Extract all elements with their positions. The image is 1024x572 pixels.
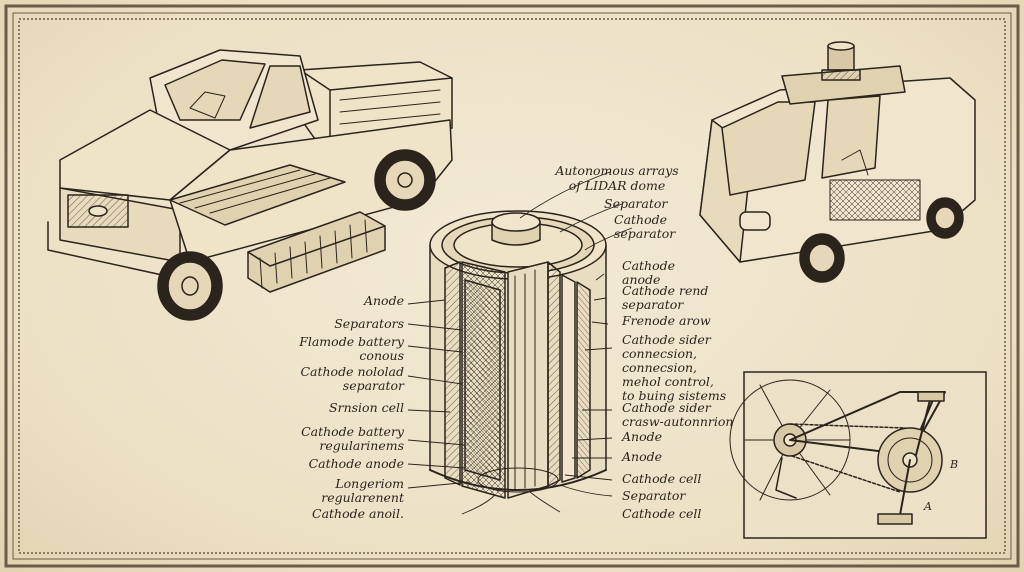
labels_left-label-4: Srnsion cell	[329, 400, 404, 415]
labels_left-label-7-line-1: regularenent	[321, 490, 405, 505]
bike-mark-b: B	[949, 458, 958, 471]
labels_right-label-9: Cathode cell	[622, 506, 701, 521]
labels_left-label-3-line-1: separator	[343, 378, 405, 393]
labels_right-label-3-line-2: connecsion,	[622, 360, 697, 375]
labels_left-label-4-line-0: Srnsion cell	[329, 400, 404, 415]
labels_right-label-0-line-1: anode	[622, 272, 660, 287]
labels_right-label-7: Cathode cell	[622, 471, 701, 486]
labels_right-label-3-line-3: mehol control,	[622, 374, 714, 389]
pickup-truck-illustration	[47, 49, 453, 321]
labels_left-label-6: Cathode anode	[309, 456, 404, 471]
label-cathode-separator-1: Cathode	[614, 212, 667, 227]
labels_right-label-5: Anode	[621, 429, 662, 444]
cell-terminal-cap	[491, 212, 541, 246]
labels_left-label-2-line-0: Flamode battery	[298, 334, 405, 349]
label-lidar-2: of LIDAR dome	[569, 178, 666, 193]
labels_right-label-4-line-0: Cathode sider	[622, 400, 712, 415]
bicycle-drivetrain-inset: B A	[729, 371, 987, 539]
labels_right-label-6-line-0: Anode	[621, 449, 662, 464]
label-cathode-separator-2: separator	[614, 226, 676, 241]
sheet-border	[4, 4, 1020, 568]
labels_left-label-5-line-0: Cathode battery	[301, 424, 405, 439]
labels_left-label-3-line-0: Cathode nololad	[300, 364, 404, 379]
labels_left-label-6-line-0: Cathode anode	[309, 456, 404, 471]
labels_left-label-1: Separators	[334, 316, 404, 331]
labels_right-label-2-line-0: Frenode arow	[621, 313, 711, 328]
van-wheel-rear	[926, 197, 964, 239]
truck-wheel-front	[157, 251, 223, 321]
labels_left-label-7-line-0: Longeriom	[334, 476, 404, 491]
labels_right-label-1-line-0: Cathode rend	[622, 283, 708, 298]
labels_right-label-8: Separator	[622, 488, 686, 503]
labels_left-label-8: Cathode anoil.	[312, 506, 404, 521]
van-wheel-front	[799, 233, 845, 283]
labels_right-label-9-line-0: Cathode cell	[622, 506, 701, 521]
labels_left-label-2-line-1: conous	[359, 348, 404, 363]
labels_left-label-0-line-0: Anode	[363, 293, 404, 308]
labels_left-label-5-line-1: regularinems	[319, 438, 404, 453]
label-separator-top: Separator	[604, 196, 668, 211]
battery-cell-cutaway	[429, 210, 607, 499]
labels_right-label-0-line-0: Cathode	[622, 258, 675, 273]
labels_right-label-6: Anode	[621, 449, 662, 464]
label-lidar-1: Autonomous arrays	[554, 163, 678, 178]
labels_left-label-1-line-0: Separators	[334, 316, 404, 331]
lidar-dome	[781, 41, 906, 105]
labels_right-label-3-line-4: to buing sistems	[622, 388, 726, 403]
truck-battery-pack	[169, 164, 386, 293]
labels_left-label-8-line-0: Cathode anoil.	[312, 506, 404, 521]
labels_right-label-4-line-1: crasw-autonnrion	[622, 414, 733, 429]
cell-leader-lines	[407, 171, 633, 515]
labels_left-label-0: Anode	[363, 293, 404, 308]
truck-wheel-rear	[374, 149, 436, 211]
bike-mark-a: A	[923, 500, 932, 513]
labels_right-label-8-line-0: Separator	[622, 488, 686, 503]
labels_right-label-1-line-1: separator	[622, 297, 684, 312]
labels_right-label-7-line-0: Cathode cell	[622, 471, 701, 486]
labels_right-label-3-line-1: connecsion,	[622, 346, 697, 361]
autonomous-van-illustration	[699, 41, 976, 283]
labels_right-label-5-line-0: Anode	[621, 429, 662, 444]
labels_right-label-2: Frenode arow	[621, 313, 711, 328]
labels_right-label-3-line-0: Cathode sider	[622, 332, 712, 347]
